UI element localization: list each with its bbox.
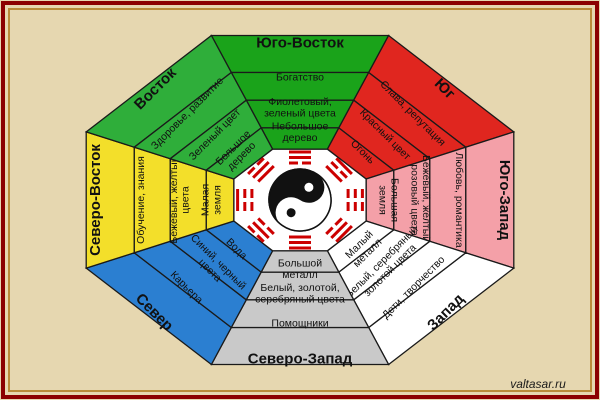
sector-southwest-label-2: Бежевый, желтый,розовый цвета [408, 155, 432, 245]
trigram-mark [289, 235, 311, 250]
trigram-line [346, 189, 350, 198]
trigram-line [289, 150, 311, 154]
trigram-mark [346, 189, 364, 211]
sector-northeast: Северо-Восток Обучение, знания Бежевый, же… [85, 131, 235, 269]
inner-frame [8, 8, 592, 392]
trigram-line [252, 161, 270, 179]
trigram-ring [236, 150, 364, 250]
trigram-line [257, 164, 275, 183]
sector-northwest-label-1: Помощники [271, 318, 328, 330]
sector-northeast-title: Северо-Восток [87, 144, 104, 256]
trigram-line [243, 202, 247, 211]
sector-southeast-label-1: Богатство [276, 72, 324, 84]
trigram-line [257, 217, 266, 226]
yin-dot [304, 182, 314, 192]
sector-southeast-label-2: Фиолетовый,зеленый цвета [264, 96, 336, 120]
trigram-line [289, 235, 311, 239]
yang-dot [286, 208, 296, 218]
trigram-mark [247, 217, 275, 243]
yin-yang-outline [268, 168, 332, 232]
center-layer [233, 148, 367, 252]
trigram-line [289, 241, 311, 244]
trigram-line [353, 202, 357, 211]
trigram-line [250, 202, 254, 211]
sector-southeast-title: Юго-Восток [256, 34, 344, 51]
trigram-mark [289, 150, 311, 165]
sector-northwest-title: Северо-Запад [248, 350, 353, 367]
trigram-line [330, 221, 348, 239]
trigram-line [252, 221, 270, 239]
sector-northeast-label-3: Малаяземля [200, 184, 224, 216]
trigram-line [325, 226, 334, 236]
trigram-line [247, 225, 256, 234]
trigram-line [289, 156, 311, 159]
sector-southwest-title: Юго-Запад [496, 160, 513, 241]
trigram-line [339, 170, 348, 179]
trigram-line [360, 189, 364, 198]
trigram-line [346, 202, 350, 211]
trigram-line [266, 226, 275, 236]
trigram-line [335, 157, 353, 175]
yin-yang-symbol [268, 168, 332, 232]
trigram-mark [325, 217, 353, 243]
sector-southwest: Юго-Запад Любовь, романтика Бежевый, желты… [365, 131, 515, 269]
trigram-line [256, 234, 265, 243]
sector-southwest-label-1: Любовь, романтика [453, 152, 465, 248]
trigram-line [289, 161, 298, 165]
trigram-line [302, 161, 311, 165]
trigram-mark [247, 157, 275, 183]
sector-southwest-label-3: Большаяземля [377, 178, 401, 222]
sector-northwest-label-2: Белый, золотой,серебряный цвета [255, 282, 345, 306]
trigram-line [360, 202, 364, 211]
trigram-line [334, 217, 343, 226]
trigram-line [236, 189, 240, 211]
trigram-mark [236, 189, 254, 211]
yang-half [275, 174, 331, 231]
sector-northeast-label-2: Бежевый, желтыйцвета [168, 156, 192, 243]
trigram-line [325, 164, 343, 183]
trigram-line [330, 161, 339, 170]
watermark-text: valtasar.ru [510, 377, 566, 391]
trigram-mark [325, 157, 353, 183]
trigram-line [256, 157, 265, 166]
trigram-line [353, 189, 357, 198]
trigram-line [247, 166, 256, 175]
trigram-line [243, 189, 247, 198]
trigram-line [335, 225, 353, 243]
trigram-line [289, 246, 311, 250]
trigram-line [250, 189, 254, 198]
sector-northeast-label-1: Обучение, знания [135, 156, 147, 244]
